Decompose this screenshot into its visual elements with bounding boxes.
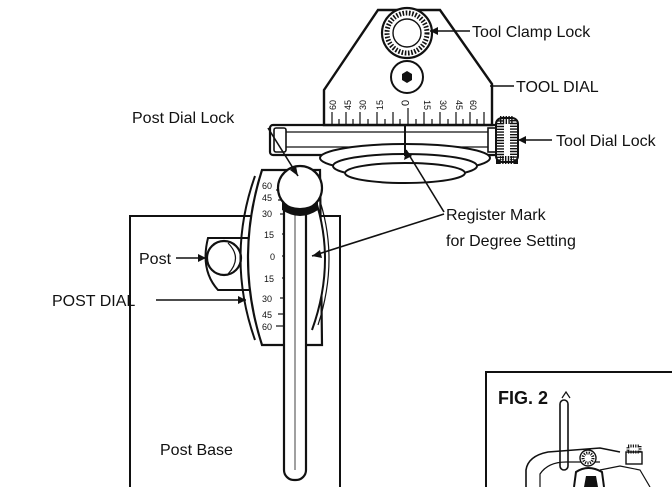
post-dial-tick-15-bottom: 15 bbox=[264, 274, 274, 284]
tool-dial-tick-15-left: 15 bbox=[375, 100, 385, 110]
tool-dial-tick-60-right: 60 bbox=[468, 100, 478, 110]
post-dial-tick-60-bottom: 60 bbox=[262, 322, 272, 332]
post-dial-tick-15-top: 15 bbox=[264, 230, 274, 240]
post-dial-label: POST DIAL bbox=[52, 293, 135, 310]
post-dial-lock-knob bbox=[276, 164, 324, 216]
tool-dial-label: TOOL DIAL bbox=[516, 79, 599, 96]
post bbox=[204, 237, 251, 291]
post-dial-tick-30-top: 30 bbox=[262, 209, 272, 219]
register-mark-label-line1: Register Mark bbox=[446, 207, 547, 224]
hex-screw bbox=[390, 60, 424, 94]
tool-dial-tick-45-left: 45 bbox=[343, 100, 353, 110]
post-base-label: Post Base bbox=[160, 442, 233, 459]
register-mark-label-line2: for Degree Setting bbox=[446, 233, 576, 250]
tool-dial-tick-45-right: 45 bbox=[454, 100, 464, 110]
tool-clamp-lock-knob bbox=[380, 6, 434, 60]
tool-clamp-lock-label: Tool Clamp Lock bbox=[472, 24, 591, 41]
tool-dial-tick-0: 0 bbox=[400, 100, 412, 106]
tool-dial-tick-60-left: 60 bbox=[328, 100, 338, 110]
tool-dial-lock-knob bbox=[487, 116, 519, 164]
post-dial-tick-45-top: 45 bbox=[262, 193, 272, 203]
fig2-label: FIG. 2 bbox=[498, 388, 548, 408]
post-dial-tick-45-bottom: 45 bbox=[262, 310, 272, 320]
fig2-inset: FIG. 2 bbox=[485, 371, 672, 487]
post-label: Post bbox=[139, 251, 172, 268]
tool-dial-tick-30-right: 30 bbox=[438, 100, 448, 110]
post-dial-lock-label: Post Dial Lock bbox=[132, 110, 235, 127]
tool-dial-tick-15-right: 15 bbox=[422, 100, 432, 110]
tool-dial-tick-30-left: 30 bbox=[358, 100, 368, 110]
tool-dial-lock-label: Tool Dial Lock bbox=[556, 133, 657, 150]
post-dial-tick-0: 0 bbox=[270, 252, 275, 262]
post-dial-tick-30-bottom: 30 bbox=[262, 294, 272, 304]
post-dial-tick-60-top: 60 bbox=[262, 181, 272, 191]
